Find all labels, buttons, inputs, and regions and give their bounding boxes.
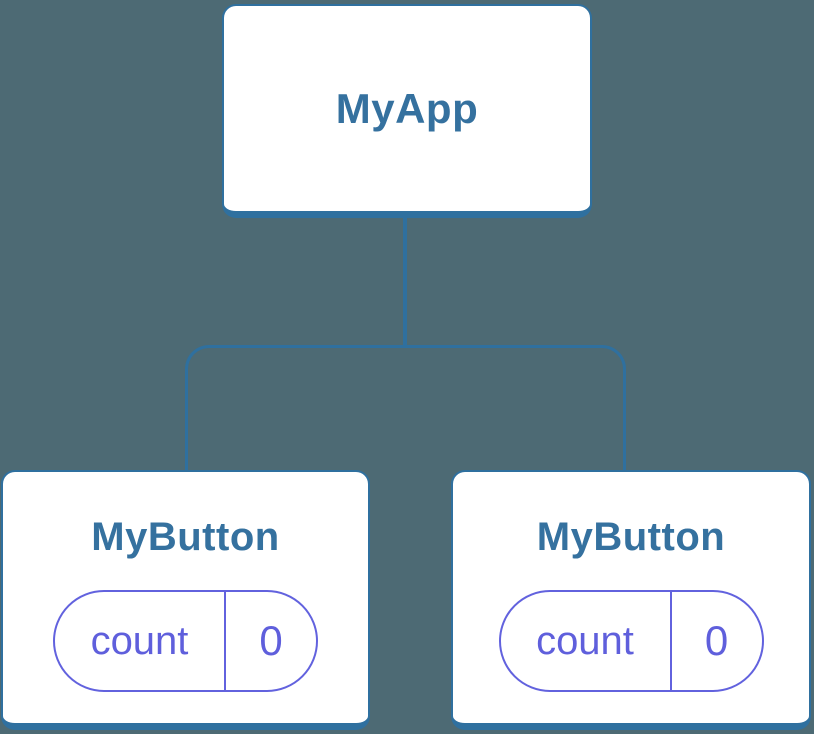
state-pill: count 0 bbox=[53, 590, 318, 692]
state-key-label: count bbox=[536, 618, 634, 663]
mybutton-node-card-left: MyButton count 0 bbox=[1, 470, 370, 730]
state-value: 0 bbox=[259, 617, 283, 664]
mybutton-node-card-right: MyButton count 0 bbox=[451, 470, 811, 730]
connector-bracket bbox=[185, 345, 626, 470]
mybutton-node-title: MyButton bbox=[91, 515, 280, 559]
state-pill-divider bbox=[669, 592, 672, 690]
connector-stem bbox=[403, 216, 407, 346]
state-value: 0 bbox=[704, 617, 729, 664]
mybutton-node-title: MyButton bbox=[536, 515, 726, 559]
myapp-node-card: MyApp bbox=[222, 4, 592, 218]
state-pill-divider bbox=[224, 592, 226, 690]
myapp-node-title: MyApp bbox=[335, 84, 479, 132]
state-pill: count 0 bbox=[498, 590, 764, 692]
state-key-label: count bbox=[90, 618, 189, 663]
